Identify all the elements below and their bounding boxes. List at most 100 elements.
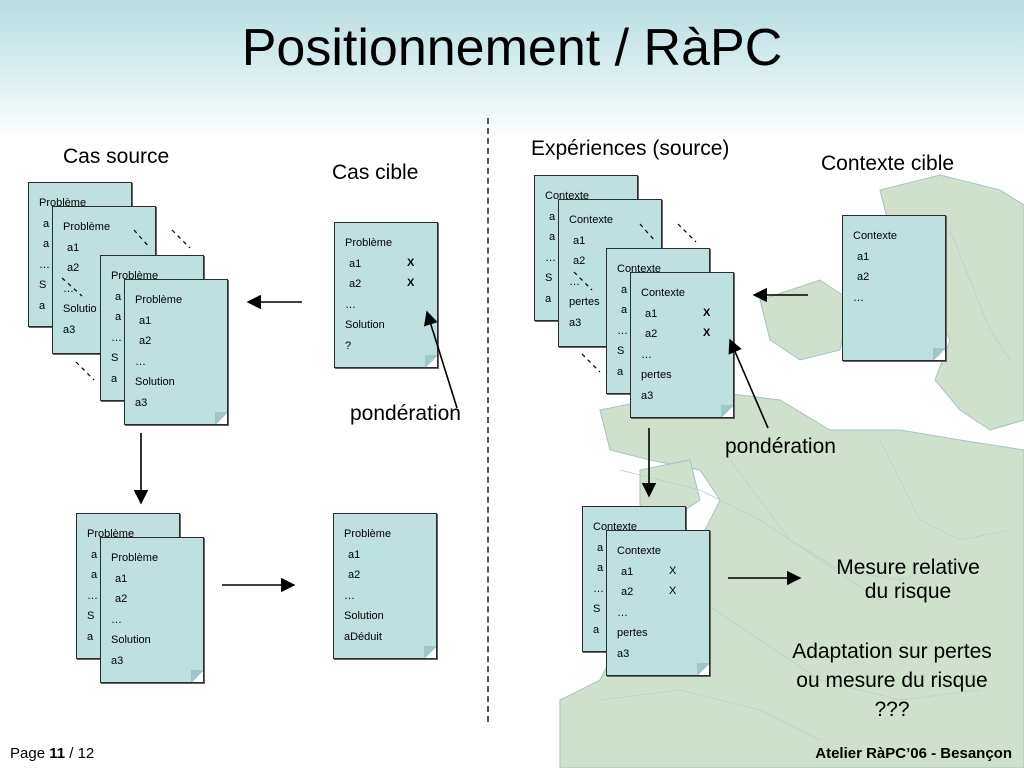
card-line: … [87,589,98,602]
card-line: a3 [111,654,124,667]
card-line: Solution [135,376,175,388]
card-line: a2 [67,262,80,274]
card-line: S [545,272,553,284]
retrieved-card-2: Problème a1 a2 … Solution a3 [100,537,204,683]
arrow-ponderation-right [728,338,769,429]
card-line: a [545,292,552,305]
card-line: Solution [345,319,385,331]
card-line: … [135,355,146,368]
card-line: a3 [135,396,148,409]
weight-mark-a2: X [407,277,415,289]
card-line: pertes [617,627,648,639]
dash-hint [171,229,191,249]
ponderation-label-left: pondération [350,402,461,425]
card-line: a1 [348,548,361,561]
card-line: a1 [115,572,128,585]
card-line: S [617,345,625,357]
card-line: a [597,562,604,574]
section-divider [487,118,489,722]
card-line: … [63,282,74,295]
card-line: … [617,324,628,337]
card-line: a [549,210,556,223]
weight-mark-a2: X [703,327,711,339]
card-line: Contexte [853,230,898,242]
experience-card-4: Contexte a1 X a2 X … pertes a3 [630,272,734,418]
card-line: … [111,331,122,344]
mesure-relative-label: Mesure relative du risque [836,556,980,603]
card-line: S [87,610,95,622]
card-line: … [641,348,652,361]
card-line: a1 [857,250,870,263]
card-line: a2 [349,278,362,290]
experiences-label: Expériences (source) [531,137,730,160]
card-line: Problème [63,221,111,233]
card-line: Contexte [617,545,662,557]
card-line: a1 [67,241,80,254]
card-line: a2 [857,271,870,283]
card-line: … [569,275,580,288]
deduced-card: Problème a1 a2 … Solution aDéduit [333,513,437,659]
card-line: a3 [641,389,654,402]
card-line: a1 [349,257,362,270]
card-line: … [344,589,355,602]
card-line: a [621,304,628,316]
card-line: … [345,298,356,311]
card-line: a [549,231,556,243]
card-line: … [593,582,604,595]
weight-mark-a1: X [669,565,677,577]
card-line: Problème [135,294,183,306]
arrow-ponderation-left [423,310,458,409]
card-line: a [43,238,50,250]
card-line: a [617,365,624,378]
card-line: Problème [111,552,159,564]
card-line: a [91,548,98,561]
card-line: a [111,372,118,385]
contexte-cible-label: Contexte cible [821,152,955,175]
card-line: S [39,279,47,291]
card-line: a [43,217,50,230]
event-footer: Atelier RàPC’06 - Besançon [815,745,1012,762]
card-line: Contexte [641,287,686,299]
card-line: a [597,541,604,554]
card-line: Solution [111,634,151,646]
card-line: a [87,630,94,643]
card-line: a [115,311,122,323]
card-line: … [545,251,556,264]
card-line: a [39,299,46,312]
card-line: pertes [569,296,600,308]
dash-hint [75,361,95,381]
card-line: a3 [617,647,630,660]
card-line: a2 [573,255,586,267]
card-line: … [111,613,122,626]
card-line: Solution [344,610,384,622]
card-line: a1 [645,307,658,320]
card-line: a [115,290,122,303]
cas-cible-label: Cas cible [332,161,419,184]
contexte-cible-card: Contexte a1 a2 … [842,215,946,361]
cible-card: Problème a1 X a2 X … Solution ? [334,222,438,368]
card-line: a [621,283,628,296]
card-line: a [593,623,600,636]
ponderation-label-right: pondération [725,435,836,458]
card-line: a3 [63,323,76,336]
card-line: S [111,352,119,364]
card-line: aDéduit [344,630,382,643]
dash-hint [573,271,593,291]
weight-mark-a2: X [669,585,677,597]
cas-source-label: Cas source [63,145,170,168]
risk-card-2: Contexte a1 X a2 X … pertes a3 [606,530,710,676]
card-line: a2 [115,593,128,605]
card-line: … [617,606,628,619]
source-card-4: Problème a1 a2 … Solution a3 [124,279,228,425]
dash-hint [133,229,151,249]
card-line: Contexte [569,214,614,226]
card-line: pertes [641,369,672,381]
weight-mark-a1: X [703,307,711,319]
adaptation-label: Adaptation sur pertes ou mesure du risqu… [792,640,992,721]
card-line: a1 [573,234,586,247]
card-line: ? [345,339,352,352]
card-line: a1 [139,314,152,327]
card-line: a2 [139,335,152,347]
card-line: a2 [348,569,361,581]
